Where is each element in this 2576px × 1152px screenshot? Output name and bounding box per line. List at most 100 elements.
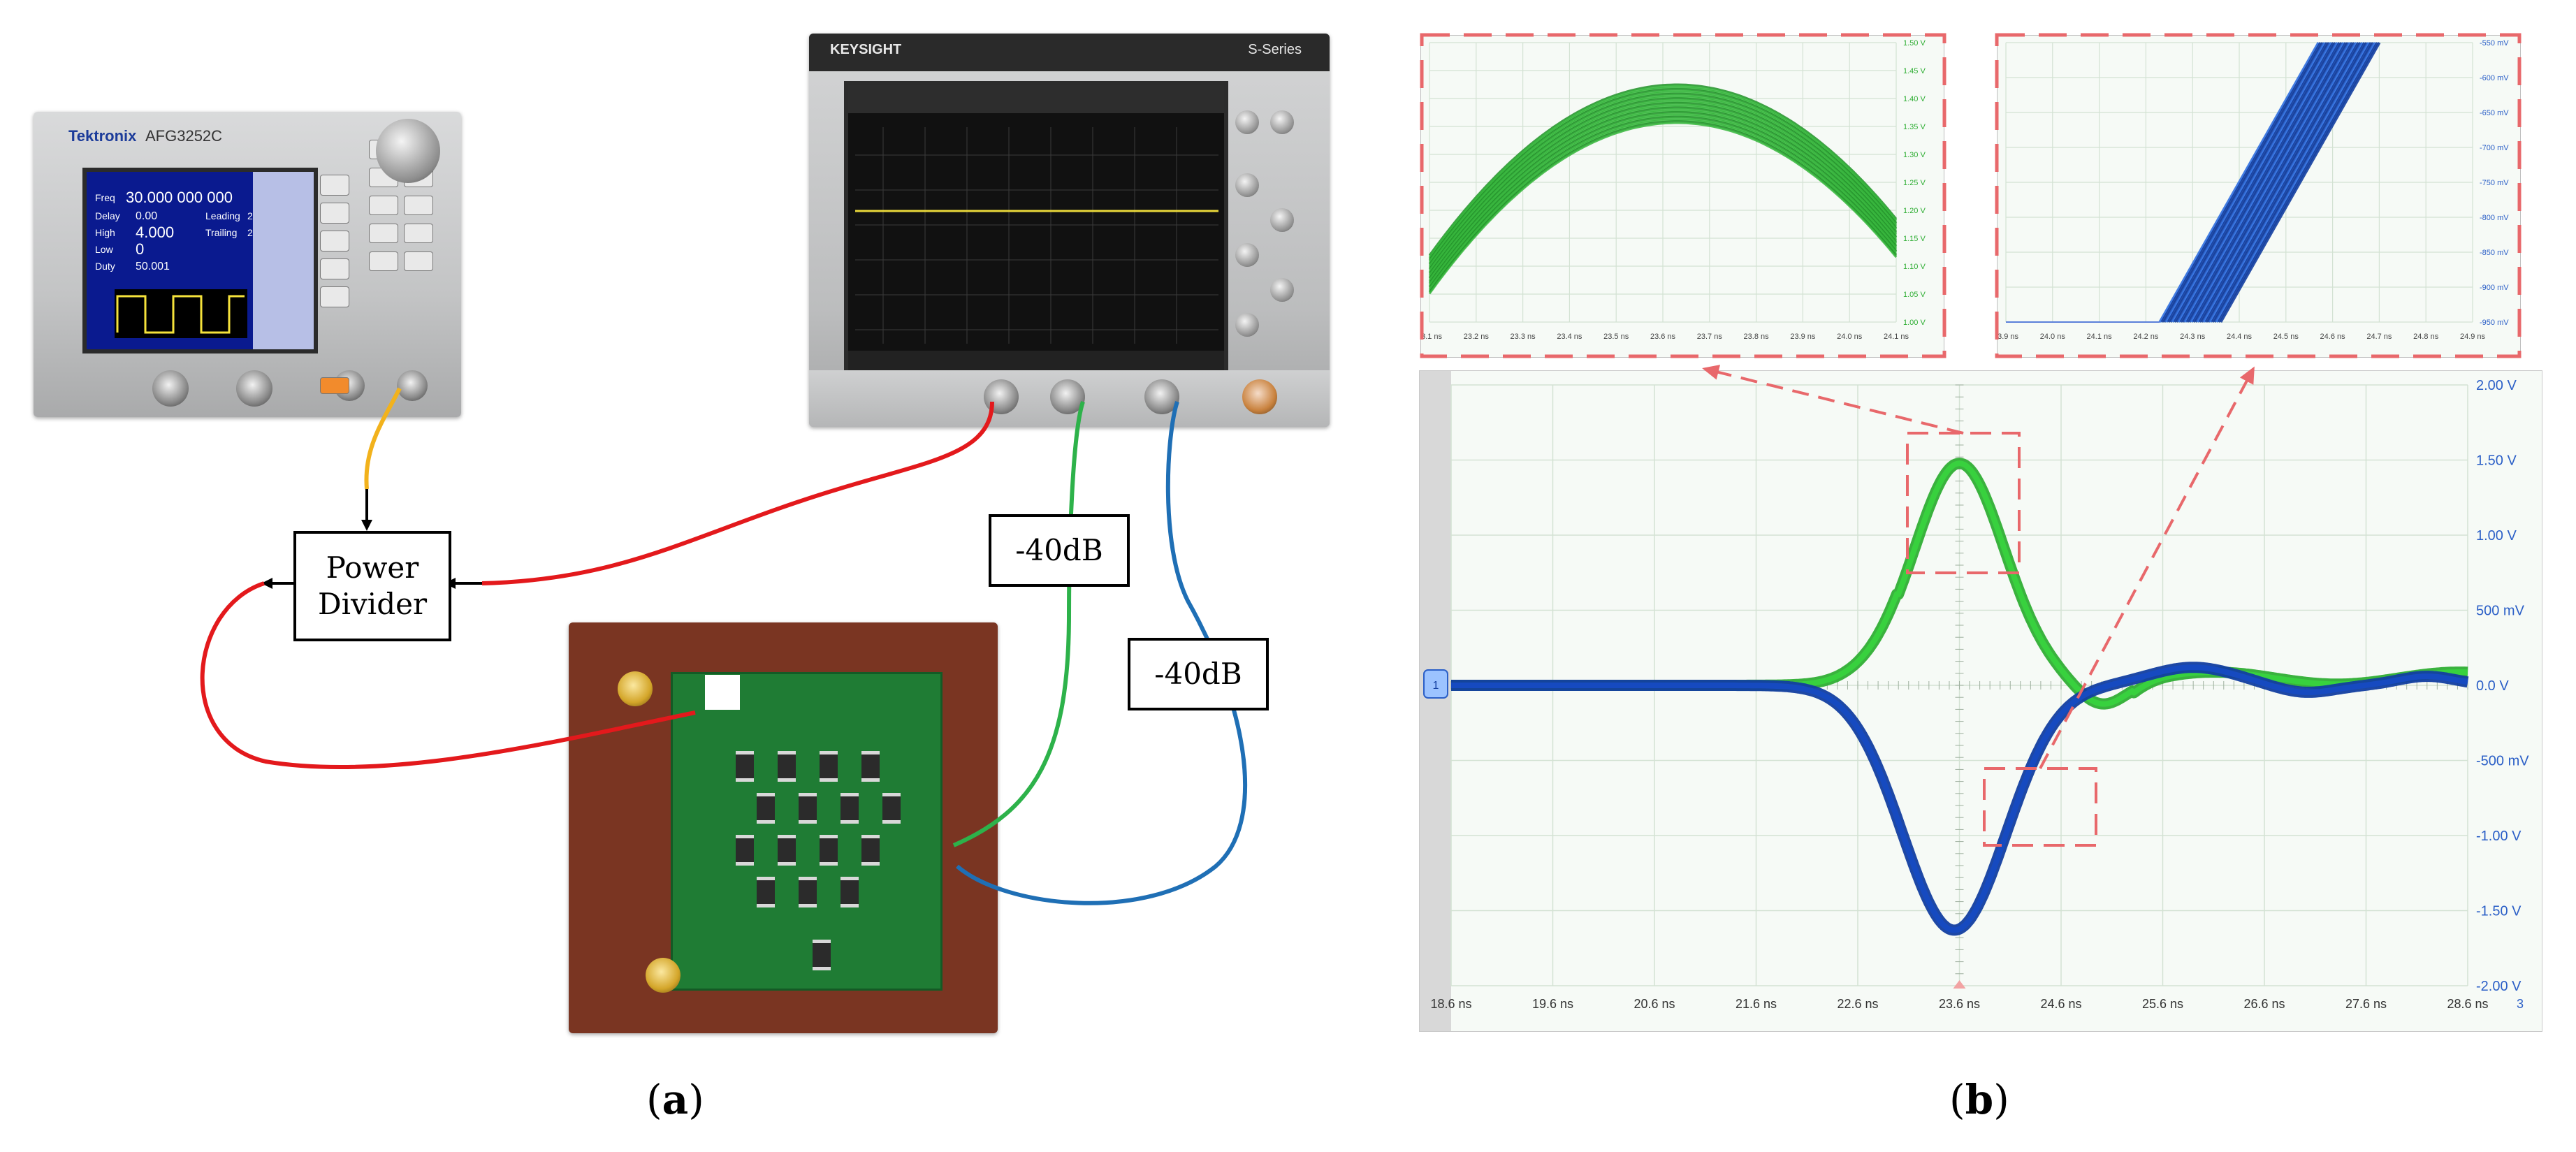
inset-x-tick-label: 24.1 ns bbox=[2087, 333, 2113, 341]
inset-green-trace bbox=[1428, 86, 1898, 259]
inset-x-tick-label: 23.2 ns bbox=[1464, 333, 1490, 341]
inset-green-trace bbox=[1428, 88, 1898, 261]
inset-blue-trace bbox=[2211, 42, 2373, 323]
inset-blue-trace bbox=[2219, 42, 2381, 323]
green-cable bbox=[952, 401, 1085, 847]
inset-blue-trace bbox=[2213, 42, 2375, 323]
inset-blue-trace bbox=[2179, 42, 2341, 323]
inset-y-tick-label: 1.40 V bbox=[1903, 95, 1926, 103]
inset-x-tick-label: 24.9 ns bbox=[2460, 333, 2486, 341]
red-cable-scope bbox=[481, 401, 994, 585]
inset-peak-frame bbox=[1420, 33, 1946, 358]
inset-x-tick-label: 23.6 ns bbox=[1650, 333, 1676, 341]
y-tick-label: -2.00 V bbox=[2476, 979, 2522, 994]
inset-y-tick-label: 1.30 V bbox=[1903, 151, 1926, 159]
x-end-label: 3 bbox=[2517, 997, 2524, 1011]
blue-trace-core bbox=[1450, 664, 2469, 933]
inset-blue-trace bbox=[2188, 42, 2350, 323]
function-generator-model: AFG3252C bbox=[145, 127, 223, 145]
inset-x-tick-label: 24.3 ns bbox=[2180, 333, 2206, 341]
inset-blue-trace bbox=[2171, 42, 2333, 323]
svg-text:Duty: Duty bbox=[95, 261, 115, 272]
inset-x-tick-label: 23.3 ns bbox=[1511, 333, 1536, 341]
inset-blue-trace bbox=[2183, 42, 2345, 323]
y-tick-label: -500 mV bbox=[2476, 754, 2529, 769]
inset-blue-trace bbox=[2164, 42, 2327, 323]
inset-blue-trace bbox=[2215, 42, 2377, 323]
inset-blue-trace bbox=[2175, 42, 2337, 323]
inset-green-trace bbox=[1428, 99, 1898, 272]
pcb-connector-bottom bbox=[646, 958, 681, 993]
inset-green-trace bbox=[1428, 91, 1898, 264]
inset-green-trace bbox=[1428, 103, 1898, 276]
zoom-box-peak bbox=[1906, 432, 2021, 574]
inset-green-trace bbox=[1428, 83, 1898, 256]
inset-green-trace bbox=[1428, 92, 1898, 265]
inset-y-tick-label: 1.25 V bbox=[1903, 179, 1926, 187]
inset-blue-trace bbox=[2185, 42, 2348, 323]
afg-output2-connector bbox=[236, 370, 272, 407]
inset-green-trace bbox=[1428, 114, 1898, 287]
arrow-to-inset-peak bbox=[1702, 365, 1964, 435]
inset-green-trace bbox=[1428, 117, 1898, 290]
inset-blue-trace bbox=[2192, 42, 2354, 323]
y-tick-label: 1.00 V bbox=[2476, 528, 2517, 544]
inset-blue-trace bbox=[2190, 42, 2352, 323]
inset-green-trace bbox=[1428, 89, 1898, 263]
y-tick-label: -1.00 V bbox=[2476, 829, 2522, 844]
inset-y-tick-label: 1.50 V bbox=[1903, 39, 1926, 48]
inset-x-tick-label: 23.7 ns bbox=[1697, 333, 1723, 341]
function-generator-photo: Tektronix AFG3252C Freq 30.000 000 000 D… bbox=[34, 112, 461, 417]
inset-green-trace bbox=[1428, 115, 1898, 289]
x-tick-label: 21.6 ns bbox=[1735, 997, 1777, 1011]
inset-y-tick-label: 1.45 V bbox=[1903, 67, 1926, 75]
inset-x-tick-label: 23.9 ns bbox=[1998, 333, 2019, 341]
inset-x-tick-label: 23.4 ns bbox=[1557, 333, 1582, 341]
trigger-marker bbox=[1953, 980, 1966, 989]
inset-x-tick-label: 23.9 ns bbox=[1790, 333, 1816, 341]
inset-blue-trace bbox=[2194, 42, 2356, 323]
afg-delay-value: 0.00 bbox=[136, 210, 157, 222]
inset-green-trace bbox=[1428, 94, 1898, 267]
inset-blue-trace bbox=[2217, 42, 2379, 323]
y-tick-label: 0.0 V bbox=[2476, 678, 2509, 694]
inset-green-trace bbox=[1428, 85, 1898, 258]
afg-input2-connector bbox=[397, 370, 428, 401]
inset-x-tick-label: 23.5 ns bbox=[1603, 333, 1629, 341]
x-tick-label: 28.6 ns bbox=[2447, 997, 2488, 1011]
x-tick-label: 20.6 ns bbox=[1633, 997, 1675, 1011]
inset-blue-trace bbox=[2202, 42, 2364, 323]
svg-text:Delay: Delay bbox=[95, 210, 120, 221]
x-tick-label: 26.6 ns bbox=[2243, 997, 2285, 1011]
inset-blue-trace bbox=[2177, 42, 2339, 323]
inset-y-tick-label: -700 mV bbox=[2480, 144, 2509, 152]
afg-output1-connector bbox=[152, 370, 189, 407]
afg-freq-value: 30.000 000 000 bbox=[126, 189, 233, 206]
svg-text:Freq: Freq bbox=[95, 192, 115, 203]
inset-blue-trace bbox=[2162, 42, 2324, 323]
zoom-box-edge bbox=[1983, 767, 2097, 847]
y-tick-label: 500 mV bbox=[2476, 604, 2525, 619]
inset-blue-trace bbox=[2158, 42, 2320, 323]
inset-y-tick-label: -650 mV bbox=[2480, 109, 2509, 117]
x-tick-label: 18.6 ns bbox=[1430, 997, 1471, 1011]
svg-text:High: High bbox=[95, 227, 115, 238]
inset-green-trace bbox=[1428, 112, 1898, 286]
inset-blue-trace bbox=[2200, 42, 2362, 323]
osc-ch4-connector bbox=[1242, 379, 1277, 414]
arrow-to-inset-edge bbox=[2039, 366, 2255, 769]
inset-green-trace bbox=[1428, 111, 1898, 284]
inset-x-tick-label: 24.7 ns bbox=[2366, 333, 2392, 341]
inset-y-tick-label: 1.10 V bbox=[1903, 263, 1926, 271]
inset-blue-trace bbox=[2167, 42, 2329, 323]
inset-x-tick-label: 23.8 ns bbox=[1744, 333, 1770, 341]
inset-blue-trace bbox=[2160, 42, 2322, 323]
x-tick-label: 19.6 ns bbox=[1532, 997, 1573, 1011]
svg-text:Trailing: Trailing bbox=[205, 227, 237, 238]
attenuator-2-box: -40dB bbox=[1128, 638, 1269, 710]
inset-green-trace bbox=[1428, 108, 1898, 281]
